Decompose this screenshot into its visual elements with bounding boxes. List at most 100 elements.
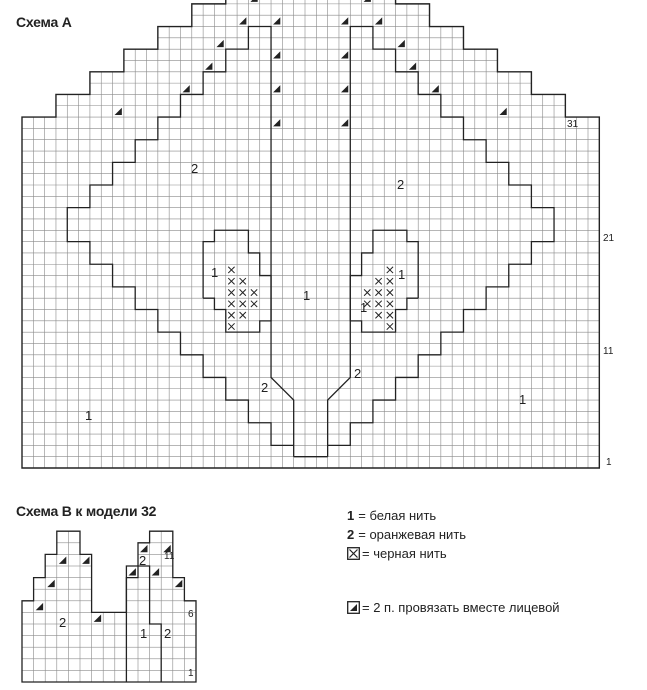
scheme-a-motif-lines — [66, 25, 555, 458]
black-stitch-cross — [227, 289, 235, 297]
decrease-mark — [340, 17, 349, 25]
black-stitch-cross — [386, 277, 394, 285]
black-stitch-cross — [386, 311, 394, 319]
scheme-b-decrease-marks — [35, 544, 183, 622]
legend-text-decrease: = 2 п. провязать вместе лицевой — [362, 600, 560, 615]
legend-key-1: 1 — [347, 508, 355, 523]
area-label: 1 — [519, 392, 526, 407]
black-stitch-cross — [250, 300, 258, 308]
black-stitch-cross — [227, 311, 235, 319]
black-stitch-cross — [250, 289, 258, 297]
area-label: 1 — [140, 626, 147, 641]
legend-text-orange: = оранжевая нить — [358, 527, 467, 542]
area-label: 2 — [261, 380, 268, 395]
legend-item-orange: 2 = оранжевая нить — [347, 527, 466, 542]
black-stitch-cross — [363, 300, 371, 308]
area-label: 1 — [398, 267, 405, 282]
decrease-mark — [273, 51, 281, 59]
motif-outline — [125, 565, 162, 682]
decrease-mark — [128, 568, 136, 576]
decrease-mark — [273, 119, 281, 127]
scheme-a-title: Схема А — [16, 14, 72, 30]
area-label: 2 — [139, 553, 146, 568]
decrease-mark — [239, 17, 247, 25]
cross-box-icon — [347, 547, 360, 560]
motif-outline — [326, 25, 555, 447]
scheme-b-row-label-11: 11 — [164, 551, 175, 562]
scheme-a-decrease-marks — [114, 0, 507, 127]
scheme-a-row-label-1: 1 — [606, 457, 612, 468]
decrease-triangle-icon — [347, 601, 360, 614]
scheme-a-row-label-11: 11 — [603, 346, 614, 357]
black-stitch-cross — [386, 289, 394, 297]
scheme-a-black-stitches — [227, 266, 394, 331]
decrease-mark — [397, 39, 405, 48]
scheme-b-outline — [21, 530, 197, 683]
scheme-b-row-label-1: 1 — [188, 668, 194, 679]
black-stitch-cross — [375, 289, 383, 297]
black-stitch-cross — [363, 289, 371, 297]
decrease-mark — [374, 17, 383, 25]
decrease-mark — [363, 0, 371, 2]
legend-item-black: = черная нить — [347, 546, 447, 561]
black-stitch-cross — [239, 277, 247, 285]
decrease-mark — [182, 85, 190, 93]
decrease-mark — [431, 85, 439, 93]
black-stitch-cross — [375, 300, 383, 308]
decrease-mark — [82, 556, 90, 564]
decrease-mark — [47, 579, 55, 588]
decrease-mark — [499, 107, 507, 116]
scheme-b-chart: 11 6 1 2 2 1 2 — [21, 530, 197, 683]
black-stitch-cross — [375, 277, 383, 285]
decrease-mark — [174, 579, 183, 588]
scheme-b-title: Схема В к модели 32 — [16, 503, 157, 519]
scheme-a-outline — [21, 0, 601, 469]
eye-spot-outline — [202, 229, 272, 333]
legend-text-black: = черная нить — [362, 546, 447, 561]
black-stitch-cross — [239, 289, 247, 297]
scheme-a-row-label-21: 21 — [603, 233, 615, 244]
decrease-mark — [205, 62, 213, 70]
decrease-mark — [114, 107, 122, 116]
black-stitch-cross — [227, 266, 235, 274]
decrease-mark — [340, 119, 349, 127]
decrease-mark — [340, 85, 349, 93]
outline — [21, 530, 197, 683]
scheme-a-chart: 31 21 11 1 2 2 1 1 1 1 1 2 2 1 — [21, 0, 615, 469]
black-stitch-cross — [386, 300, 394, 308]
area-label: 1 — [360, 300, 367, 315]
decrease-mark — [140, 544, 148, 553]
black-stitch-cross — [227, 300, 235, 308]
scheme-a-grid — [21, 0, 600, 469]
black-stitch-cross — [386, 266, 394, 274]
black-stitch-cross — [375, 311, 383, 319]
black-stitch-cross — [227, 277, 235, 285]
decrease-mark — [58, 556, 67, 564]
scheme-b-row-label-6: 6 — [188, 609, 194, 620]
area-label: 1 — [303, 288, 310, 303]
decrease-mark — [35, 602, 44, 611]
eye-spot-outline — [349, 229, 419, 333]
black-stitch-cross — [239, 311, 247, 319]
decrease-mark — [93, 614, 102, 622]
decrease-mark — [151, 568, 160, 576]
black-stitch-cross — [227, 322, 235, 331]
decrease-mark — [273, 85, 281, 93]
legend-text-white: = белая нить — [358, 508, 437, 523]
legend-item-white: 1 = белая нить — [347, 508, 436, 523]
area-label: 2 — [191, 161, 198, 176]
legend-key-2: 2 — [347, 527, 355, 542]
decrease-mark — [340, 51, 349, 59]
legend-item-decrease: = 2 п. провязать вместе лицевой — [347, 600, 560, 615]
decrease-mark — [216, 39, 224, 48]
area-label: 2 — [59, 615, 66, 630]
decrease-mark — [250, 0, 258, 2]
outline — [21, 0, 601, 469]
area-label: 2 — [164, 626, 171, 641]
scheme-a-row-label-31: 31 — [567, 119, 579, 130]
area-label: 1 — [211, 265, 218, 280]
area-label: 2 — [354, 366, 361, 381]
decrease-mark — [408, 62, 417, 70]
motif-outline — [66, 25, 295, 447]
